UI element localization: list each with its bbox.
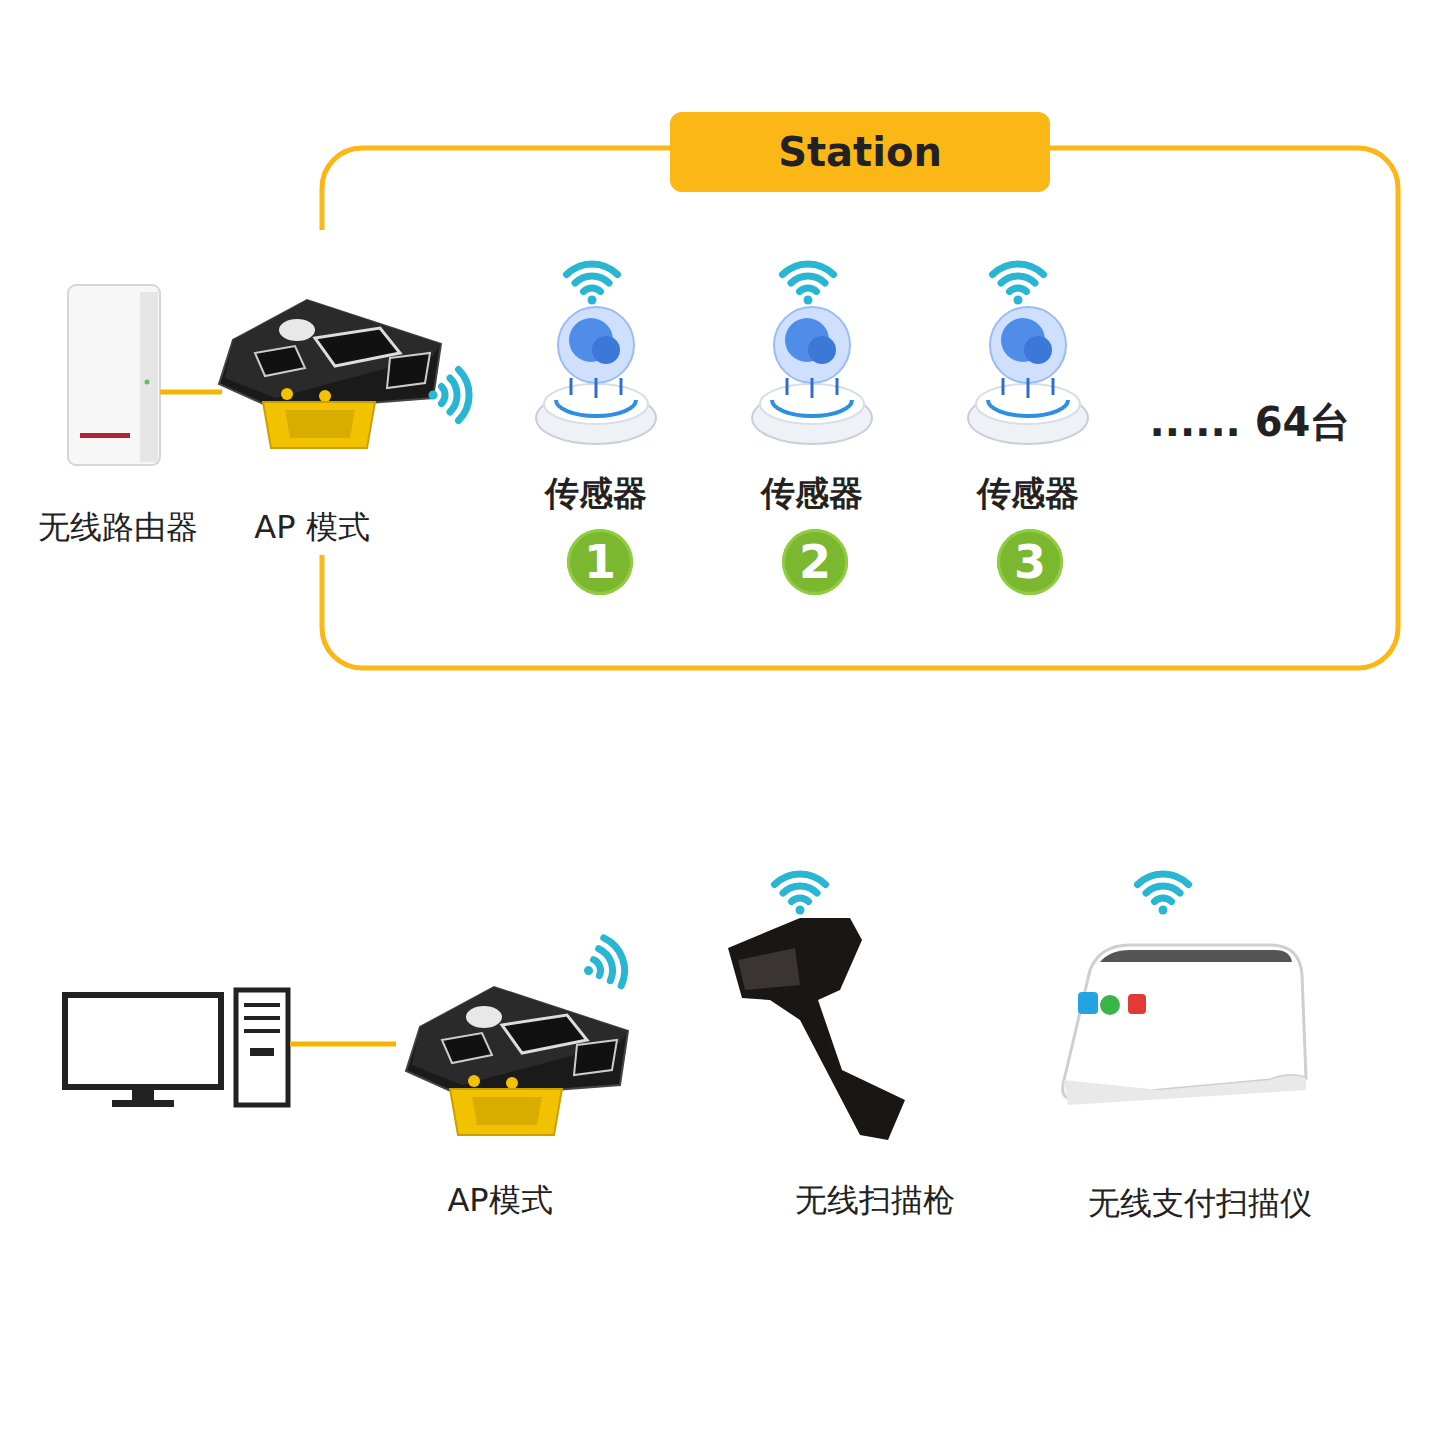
device-caption: AP模式 <box>447 1181 552 1219</box>
number-circle: 3 <box>997 529 1063 595</box>
region-outline <box>318 112 1402 672</box>
region-title: Station <box>758 129 962 175</box>
number-circle: 2 <box>782 529 848 595</box>
callout-number: 3 <box>1014 539 1046 585</box>
device-caption: 无线路由器 <box>38 508 198 546</box>
callout-number: 1 <box>584 539 616 585</box>
sensor-caption: 传感器 <box>977 473 1079 514</box>
region-border <box>322 148 1398 668</box>
count-note: ...... 64台 <box>1150 398 1351 446</box>
title-tab: Station <box>670 112 1050 192</box>
device-caption: AP 模式 <box>254 508 369 546</box>
sensor-caption: 传感器 <box>545 473 647 514</box>
station-region: Station 1 2 3 <box>318 112 1402 672</box>
number-circle: 1 <box>567 529 633 595</box>
device-caption: 无线支付扫描仪 <box>1088 1184 1312 1222</box>
device-caption: 无线扫描枪 <box>795 1181 955 1219</box>
callout-number: 2 <box>799 539 831 585</box>
sensor-caption: 传感器 <box>761 473 863 514</box>
